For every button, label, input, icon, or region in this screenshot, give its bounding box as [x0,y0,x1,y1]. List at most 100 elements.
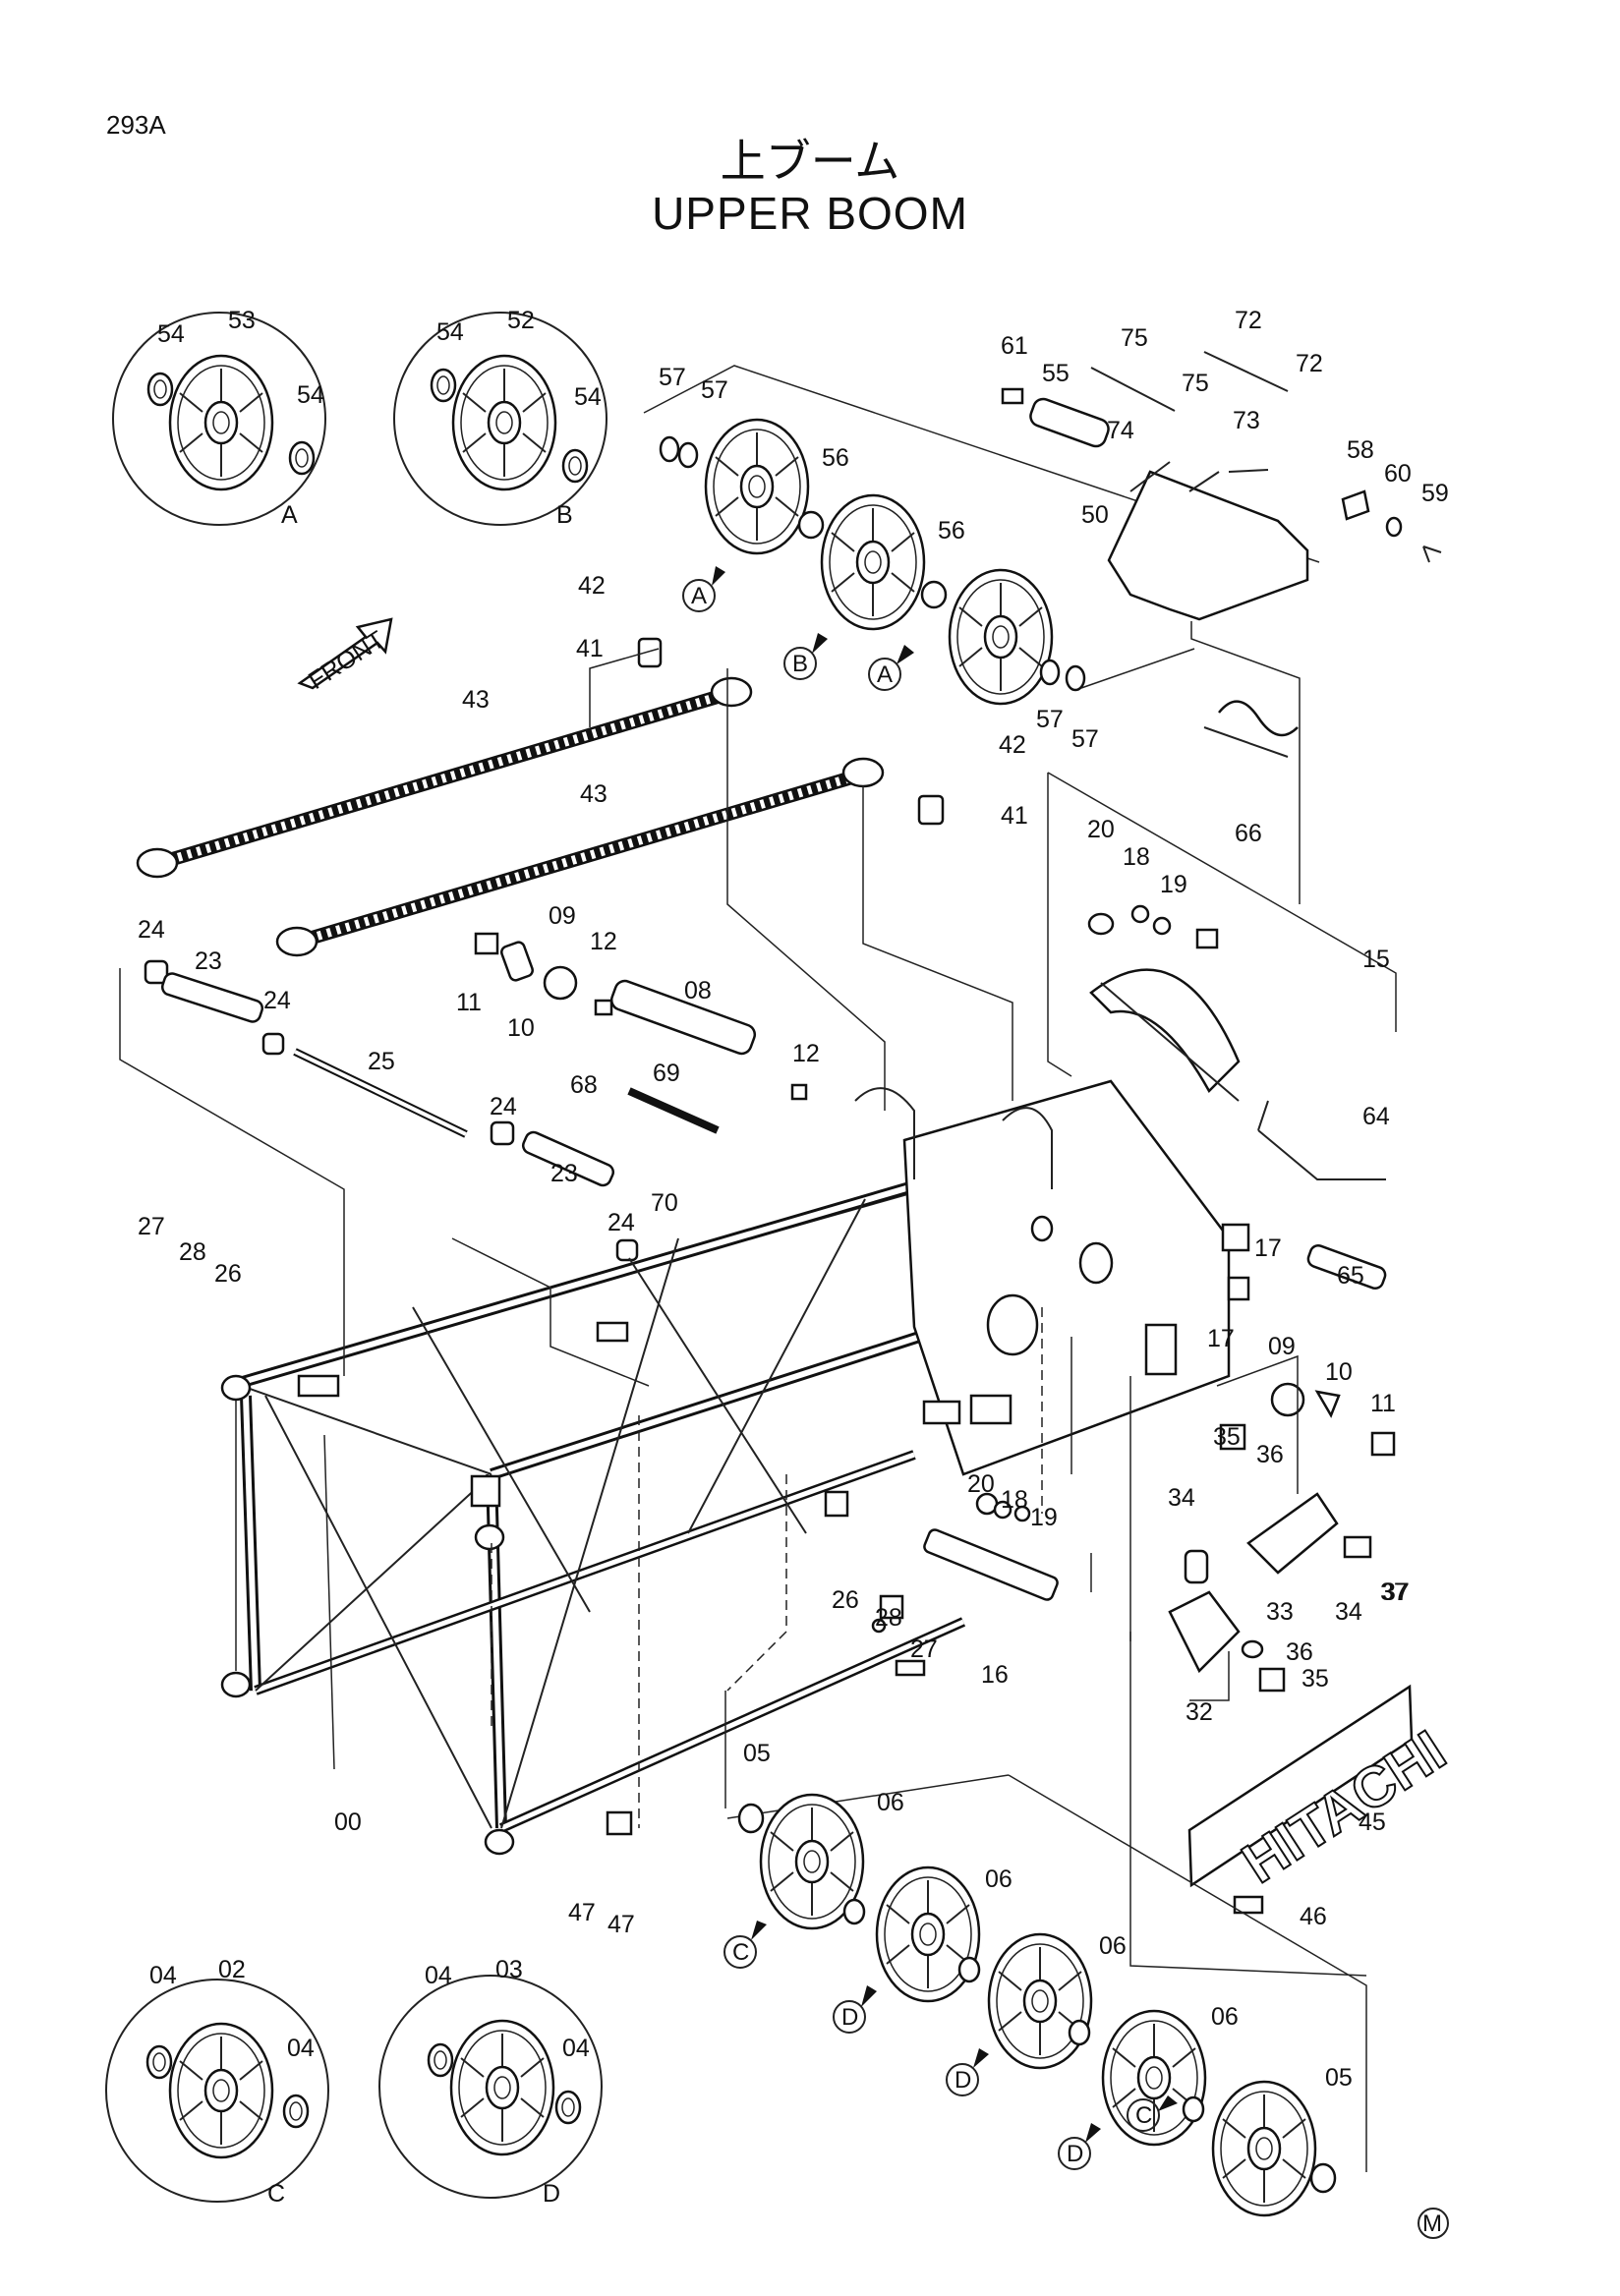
callout-label: 06 [1099,1932,1127,1960]
callout-label: 16 [981,1661,1009,1689]
callout-label: 06 [877,1789,904,1816]
upper-boom-frame [220,1079,1232,1856]
front-arrow-icon: FRONT [297,617,393,695]
callout-label: 25 [368,1048,395,1075]
callout-label: 58 [1347,436,1374,464]
callout-label: 28 [179,1238,206,1266]
callout-label: 65 [1337,1262,1364,1290]
callout-label: 54 [297,381,324,409]
callout-label: 57 [659,364,686,391]
sheave-ref: D [841,2004,858,2031]
page-title: UPPER BOOM [652,188,968,239]
detail-view-ref: C [267,2180,285,2208]
callout-label: 11 [456,989,482,1016]
detail-view-c: 04 02 04 C [105,1956,329,2208]
callout-label: 43 [462,686,490,714]
callout-label: 72 [1296,350,1323,377]
callout-label: 56 [938,517,965,545]
callout-label: 57 [1071,725,1099,753]
callout-label: 24 [263,987,291,1014]
callout-label: 42 [999,731,1026,759]
sheave-ref: C [1135,2102,1152,2129]
sheave-ref: D [1067,2141,1083,2167]
callout-label: 70 [651,1189,678,1217]
callout-label: 72 [1235,307,1262,334]
callout-label: 59 [1421,480,1449,507]
callout-label: 24 [138,916,165,944]
right-fittings [596,904,1396,1915]
callout-label: 36 [1256,1441,1284,1468]
tie-cable-lower [275,757,945,957]
detail-view-ref: B [556,501,573,529]
callout-label: 23 [195,947,222,975]
callout-label: 66 [1235,820,1262,847]
sheave-ref: A [877,661,893,688]
page-code: 293A [106,110,166,140]
callout-label: 47 [608,1911,635,1938]
top-sheave-group [643,365,1320,706]
callout-label: 50 [1081,501,1109,529]
callout-label: 09 [1268,1333,1296,1360]
callout-label: 64 [1362,1103,1390,1130]
corner-mark: M [1418,2208,1449,2239]
detail-view-a: 54 53 54 A [112,307,326,529]
callout-label: 15 [1362,946,1390,973]
tie-cable-upper [136,637,753,879]
detail-view-ref: D [543,2180,560,2208]
callout-label: 57 [701,376,728,404]
callout-label: 19 [1030,1504,1058,1531]
callout-label: 10 [507,1014,535,1042]
callout-label: 26 [214,1260,242,1288]
detail-view-ref: A [281,501,298,529]
callout-label: 17 [1207,1325,1235,1352]
callout-label: 17 [1254,1234,1282,1262]
page-title-japanese: 上ブーム [720,136,900,187]
callout-label: 56 [822,444,849,472]
callout-label: 20 [1087,816,1115,843]
callout-label: 11 [1370,1390,1396,1417]
callout-label: 23 [550,1160,578,1187]
callout-label: 45 [1359,1808,1386,1836]
sheave-ref: A [691,583,707,609]
reference-lines [119,648,1397,1977]
callout-label: 10 [1325,1358,1353,1386]
callout-label: 54 [574,383,602,411]
callout-label: 35 [1302,1665,1329,1693]
callout-label: 18 [1001,1486,1028,1514]
bottom-sheave-group [724,1691,1367,2217]
sheave-ref: B [792,651,808,677]
callout-label: 05 [1325,2064,1353,2092]
callout-label: 06 [1211,2003,1239,2031]
callout-label: 18 [1123,843,1150,871]
front-label: FRONT [304,626,389,695]
callout-label: 43 [580,780,608,808]
callout-label: 04 [287,2035,315,2062]
callout-label: 37 [1382,1578,1410,1606]
callout-label: 37 [1380,1578,1408,1606]
callout-label: 60 [1384,460,1412,488]
callout-label: 26 [832,1586,859,1614]
callout-label: 61 [1001,332,1028,360]
callout-label: 33 [1266,1598,1294,1626]
callout-label: 74 [1107,417,1134,444]
callout-label: 54 [436,318,464,346]
callout-label: 05 [743,1740,771,1767]
callout-label: 06 [985,1866,1012,1893]
pin-assembly [144,932,808,1262]
callout-label: 03 [495,1956,523,1983]
callout-label: 34 [1335,1598,1362,1626]
sheave-ref: D [955,2067,971,2094]
callout-label: 36 [1286,1638,1313,1666]
detail-view-b: 54 52 54 B [393,307,608,529]
sheave-ref: C [732,1939,749,1966]
callout-label: 41 [576,635,604,662]
callout-label: 41 [1001,802,1028,830]
callout-label: 28 [875,1604,902,1632]
callout-label: 04 [425,1962,452,1989]
callout-label: 19 [1160,871,1187,898]
callout-label: 08 [684,977,712,1004]
detail-view-d: 04 03 04 D [378,1956,603,2208]
callout-label: 68 [570,1071,598,1099]
